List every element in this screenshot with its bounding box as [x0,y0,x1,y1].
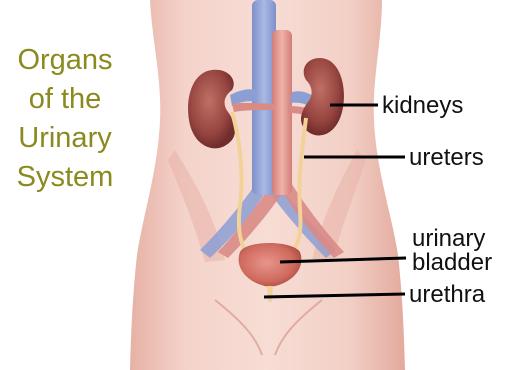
label-urethra: urethra [409,283,485,307]
label-bladder: bladder [412,251,492,275]
label-kidneys: kidneys [382,94,463,118]
label-ureters: ureters [409,146,484,170]
label-urinary: urinary [412,227,485,251]
title-line-3: Urinary [0,122,130,155]
title-line-1: Organs [0,44,130,77]
title-line-2: of the [0,83,130,116]
title-line-4: System [0,161,130,194]
urethra [267,286,273,302]
